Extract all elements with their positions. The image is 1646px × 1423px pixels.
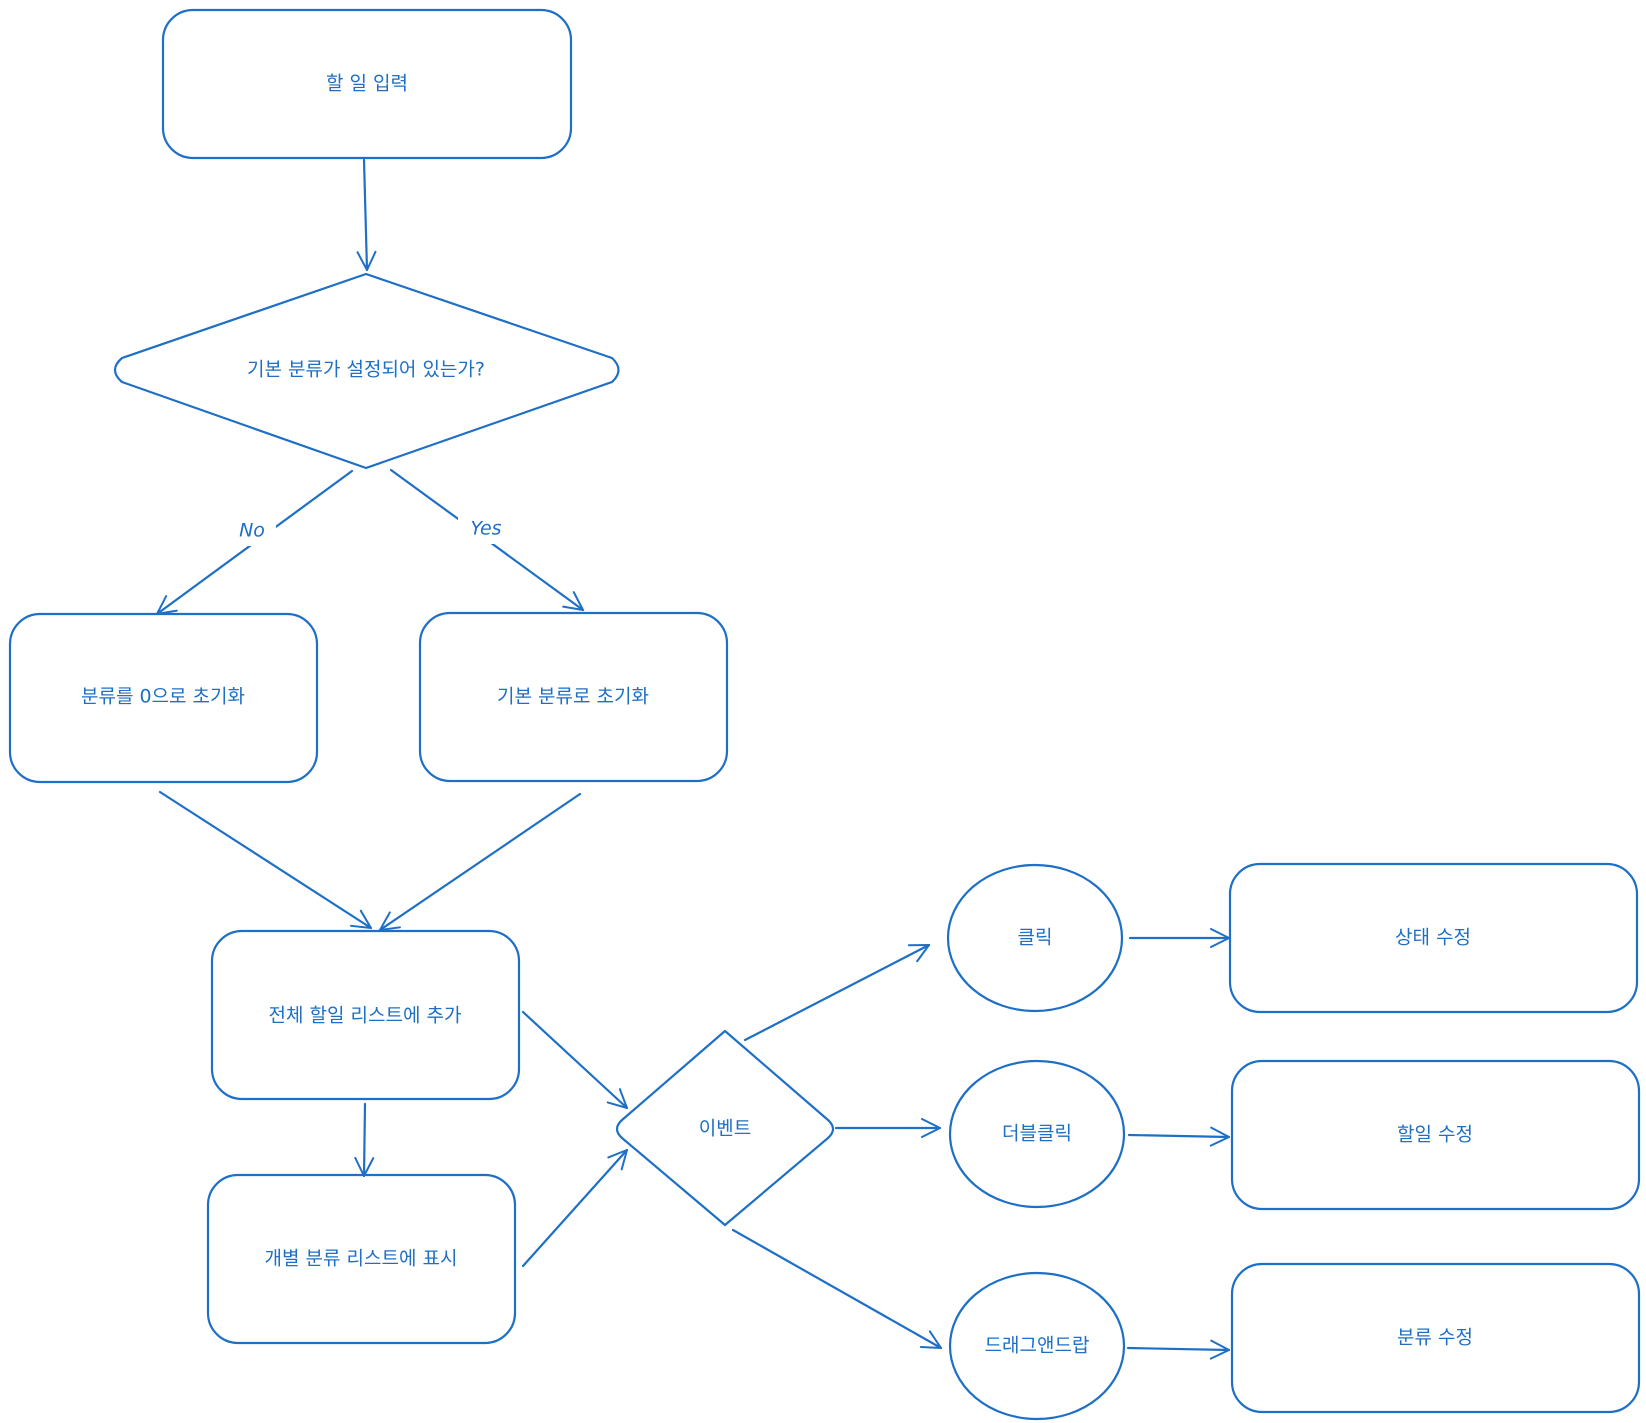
node-edit-status-label: 상태 수정 (1395, 927, 1471, 949)
node-decision-label: 기본 분류가 설정되어 있는가? (247, 359, 485, 381)
edge-add-all-to-event (521, 1010, 629, 1110)
node-double-click-label: 더블클릭 (1002, 1123, 1072, 1145)
node-drag-drop-label: 드래그앤드랍 (985, 1335, 1090, 1357)
node-add-all-box (210, 929, 521, 1101)
node-init-zero-label: 분류를 0으로 초기화 (81, 686, 245, 708)
edge-input-to-decision (356, 158, 377, 272)
node-input-label: 할 일 입력 (326, 73, 408, 95)
node-click-ellipse (946, 863, 1124, 1013)
node-init-default-label: 기본 분류로 초기화 (497, 686, 649, 708)
edge-init-zero-to-add-all (158, 790, 373, 930)
node-decision-diamond (113, 272, 620, 470)
node-init-default-box (418, 611, 729, 783)
node-click-label: 클릭 (1018, 927, 1053, 949)
node-double-click-ellipse (948, 1059, 1126, 1209)
node-event-label: 이벤트 (699, 1118, 751, 1140)
edge-add-all-to-show-category (354, 1102, 375, 1178)
node-add-all-label: 전체 할일 리스트에 추가 (269, 1005, 462, 1027)
edge-init-default-to-add-all (378, 792, 582, 932)
node-edit-category-box (1230, 1262, 1641, 1414)
node-edit-todo-box (1230, 1059, 1641, 1211)
edge-show-category-to-event (521, 1148, 629, 1268)
node-drag-drop-ellipse (948, 1271, 1126, 1421)
edge-no-label: No (239, 520, 265, 542)
node-input-box (161, 8, 573, 160)
node-edit-category-label: 분류 수정 (1397, 1327, 1473, 1349)
edge-double-click-to-edit-todo (1127, 1126, 1231, 1147)
edge-yes-label: Yes (470, 518, 501, 540)
node-event-diamond (615, 1029, 835, 1227)
edge-event-to-click (743, 943, 931, 1042)
node-show-category-label: 개별 분류 리스트에 표시 (265, 1248, 458, 1270)
edge-drag-drop-to-edit-category (1126, 1339, 1231, 1360)
edge-event-to-drag-drop (731, 1228, 943, 1350)
node-edit-todo-label: 할일 수정 (1397, 1124, 1473, 1146)
